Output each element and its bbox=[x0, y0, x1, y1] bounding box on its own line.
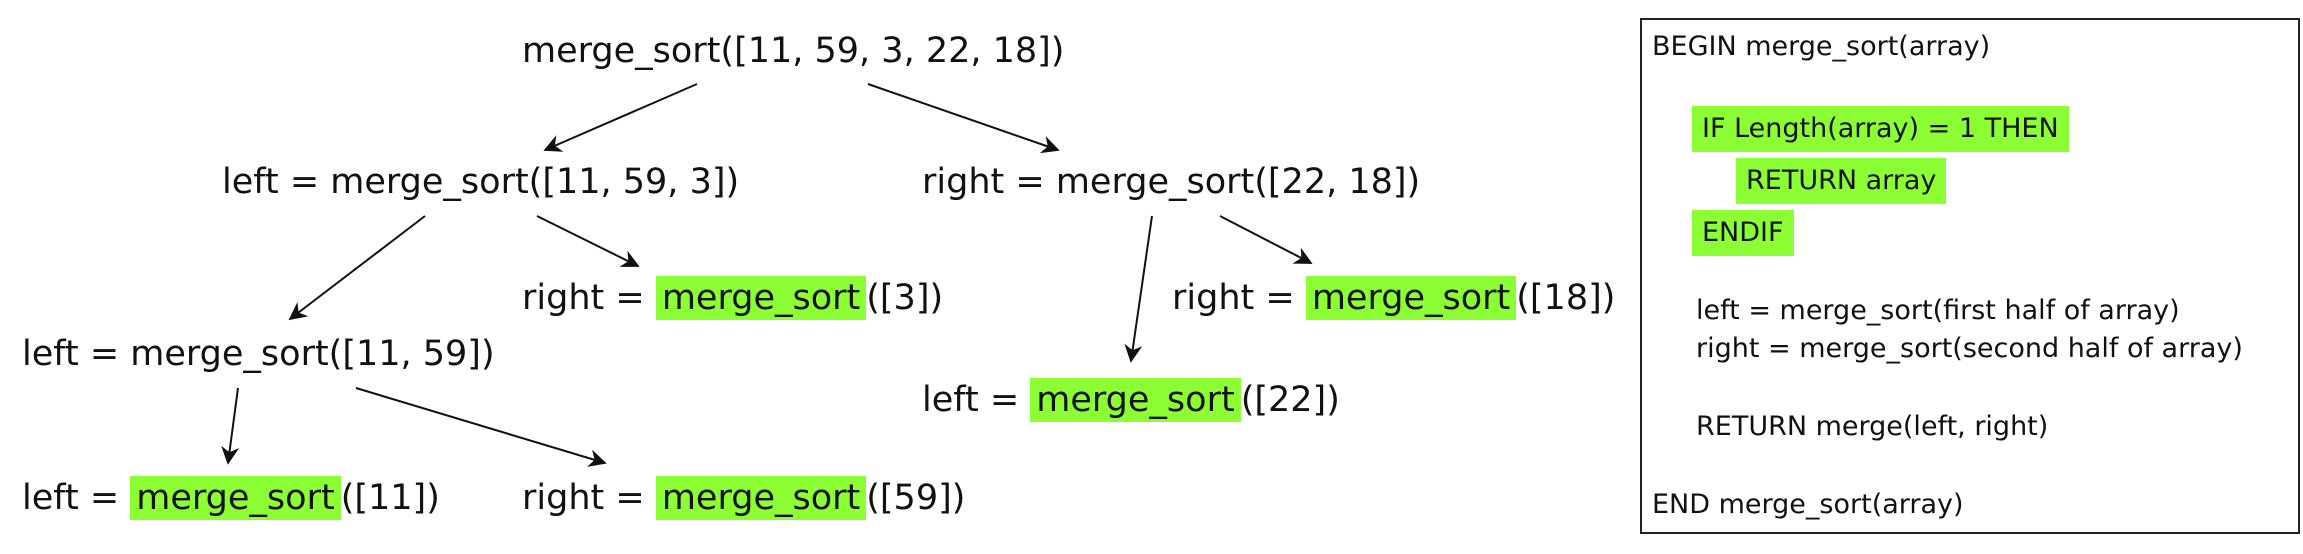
node-left-22-suffix: ([22]) bbox=[1240, 380, 1340, 420]
node-right-59-highlight: merge_sort bbox=[655, 476, 867, 520]
node-left-2: left = merge_sort([11, 59]) bbox=[22, 332, 495, 376]
node-left-11-highlight: merge_sort bbox=[130, 476, 341, 520]
node-left-1-prefix: left = bbox=[222, 162, 331, 202]
node-right-59-prefix: right = bbox=[522, 478, 656, 518]
node-left-11-prefix: left = bbox=[22, 478, 131, 518]
node-right-3: right = merge_sort([3]) bbox=[522, 276, 943, 320]
arrow-n2-right bbox=[1219, 215, 1313, 264]
node-left-2-text: merge_sort([11, 59]) bbox=[130, 334, 495, 374]
node-root: merge_sort([11, 59, 3, 22, 18]) bbox=[522, 29, 1064, 73]
node-right-18-highlight: merge_sort bbox=[1305, 276, 1517, 320]
node-right-59: right = merge_sort([59]) bbox=[522, 476, 965, 520]
node-left-11-suffix: ([11]) bbox=[340, 478, 440, 518]
node-right-1-text: merge_sort([22, 18]) bbox=[1055, 162, 1421, 202]
node-left-11: left = merge_sort([11]) bbox=[22, 476, 440, 520]
code-line-endif: ENDIF bbox=[1692, 210, 1794, 256]
node-root-text: merge_sort([11, 59, 3, 22, 18]) bbox=[522, 31, 1065, 71]
node-left-22: left = merge_sort([22]) bbox=[922, 378, 1340, 422]
arrow-n2-left bbox=[1124, 215, 1153, 363]
code-line-end: END merge_sort(array) bbox=[1652, 489, 1964, 520]
node-right-3-highlight: merge_sort bbox=[655, 276, 867, 320]
node-right-1-prefix: right = bbox=[922, 162, 1056, 202]
arrow-n3-left bbox=[221, 387, 240, 465]
code-line-right: right = merge_sort(second half of array) bbox=[1696, 333, 2243, 364]
node-left-22-highlight: merge_sort bbox=[1030, 378, 1241, 422]
node-right-18: right = merge_sort([18]) bbox=[1172, 276, 1615, 320]
node-right-1: right = merge_sort([22, 18]) bbox=[922, 160, 1420, 204]
arrow-root-left bbox=[543, 83, 698, 152]
arrow-n1-left bbox=[288, 215, 426, 321]
code-line-if: IF Length(array) = 1 THEN bbox=[1692, 106, 2069, 152]
node-left-1: left = merge_sort([11, 59, 3]) bbox=[222, 160, 739, 204]
code-line-left: left = merge_sort(first half of array) bbox=[1696, 295, 2180, 326]
recursion-tree: merge_sort([11, 59, 3, 22, 18]) left = m… bbox=[22, 29, 1615, 520]
node-right-59-suffix: ([59]) bbox=[866, 478, 966, 518]
tree-arrows bbox=[221, 83, 1313, 467]
node-right-3-suffix: ([3]) bbox=[866, 278, 944, 318]
node-left-2-prefix: left = bbox=[22, 334, 131, 374]
code-line-begin: BEGIN merge_sort(array) bbox=[1652, 31, 1991, 62]
node-left-1-text: merge_sort([11, 59, 3]) bbox=[330, 162, 740, 202]
node-left-22-prefix: left = bbox=[922, 380, 1031, 420]
node-right-3-prefix: right = bbox=[522, 278, 656, 318]
code-line-return-merge: RETURN merge(left, right) bbox=[1696, 411, 2049, 442]
pseudocode-box: BEGIN merge_sort(array) IF Length(array)… bbox=[1640, 18, 2300, 534]
arrow-n3-right bbox=[355, 387, 607, 467]
node-right-18-prefix: right = bbox=[1172, 278, 1306, 318]
arrow-root-right bbox=[867, 83, 1060, 154]
node-right-18-suffix: ([18]) bbox=[1516, 278, 1616, 318]
code-line-return-array: RETURN array bbox=[1736, 158, 1947, 204]
arrow-n1-right bbox=[536, 215, 640, 267]
